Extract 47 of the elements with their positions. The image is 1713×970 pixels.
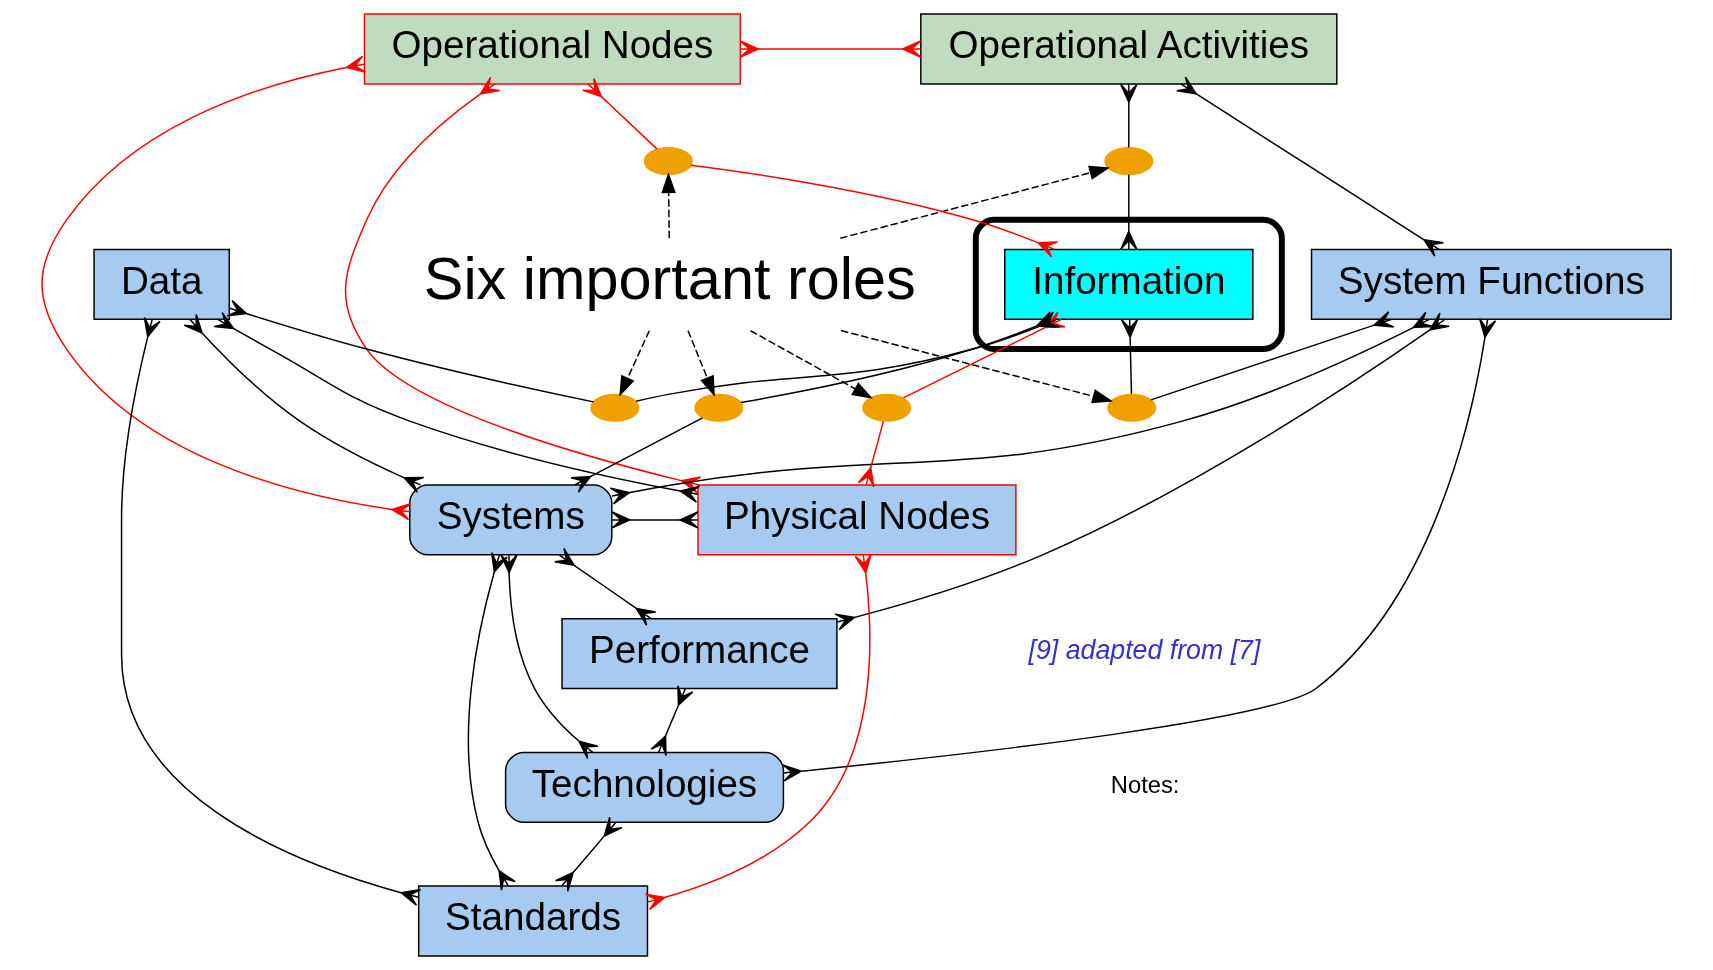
arrow	[840, 329, 1114, 404]
connector	[226, 299, 595, 403]
arrow	[661, 172, 676, 239]
connector	[690, 164, 1059, 258]
arrow	[619, 330, 651, 397]
node-box: Standards	[417, 885, 649, 957]
connector	[611, 511, 699, 529]
connector	[1120, 83, 1138, 149]
node-box: Information	[1004, 248, 1254, 321]
node-box: Operational Activities	[920, 13, 1338, 85]
node-box: Systems	[409, 484, 613, 556]
node-ellipse	[643, 147, 693, 176]
node-ellipse	[694, 393, 744, 422]
connector	[739, 40, 922, 58]
connector	[644, 553, 872, 911]
connector	[41, 55, 412, 521]
connector	[500, 554, 599, 760]
cluster	[972, 216, 1285, 353]
connector	[1120, 318, 1139, 395]
connector	[1150, 311, 1395, 401]
connector	[1176, 76, 1445, 257]
connector	[781, 317, 1497, 782]
node-box: Operational Nodes	[363, 13, 742, 85]
connector	[183, 313, 425, 493]
label: Notes:	[1110, 770, 1180, 798]
node-box: Data	[93, 248, 231, 321]
node-box: System Functions	[1310, 248, 1672, 321]
node-box: Physical Nodes	[697, 484, 1017, 556]
node-ellipse	[590, 393, 640, 422]
connector	[467, 551, 516, 891]
connector	[554, 547, 657, 626]
node-box: Performance	[561, 617, 838, 690]
connector	[120, 316, 422, 906]
connector	[650, 684, 694, 757]
arrow	[839, 165, 1111, 239]
connector	[554, 816, 623, 892]
label: [9] adapted from [7]	[1028, 634, 1261, 665]
arrow	[749, 330, 873, 399]
arrow	[687, 330, 715, 397]
node-ellipse	[1104, 147, 1154, 176]
connector	[582, 77, 658, 150]
connector	[1120, 173, 1138, 250]
connector	[857, 420, 885, 488]
node-box: Technologies	[504, 751, 785, 823]
node-ellipse	[1107, 393, 1157, 422]
node-ellipse	[862, 393, 912, 422]
node-text: Six important roles	[423, 245, 916, 313]
